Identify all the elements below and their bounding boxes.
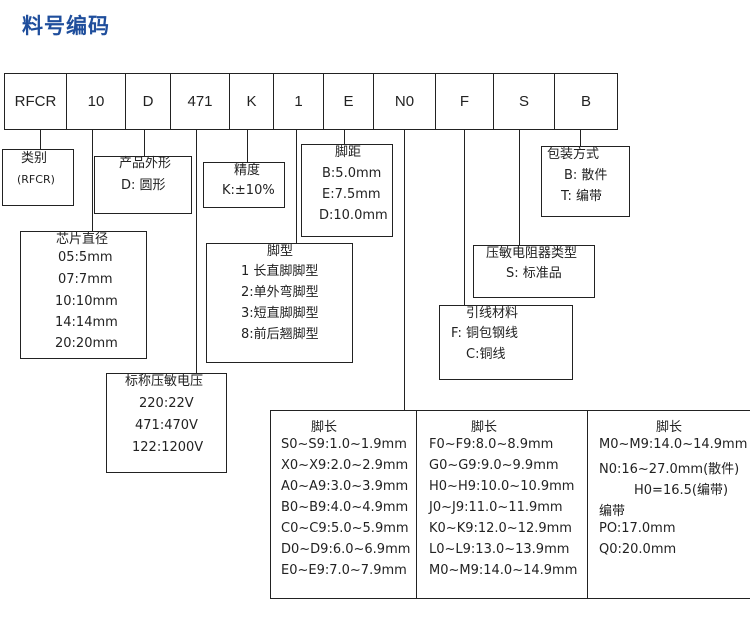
pin-length-column: 脚长 S0~S9:1.0~1.9mm X0~X9:2.0~2.9mm A0~A9… — [270, 410, 417, 599]
pin-length-item: H0=16.5(编带) — [634, 483, 729, 498]
connector-line — [464, 130, 465, 305]
lead-material-item: C:铜线 — [466, 347, 506, 362]
pin-spacing-box: 脚距 B:5.0mm E:7.5mm D:10.0mm — [301, 144, 393, 237]
shape-box: 产品外形 D: 圆形 — [94, 156, 192, 214]
pin-length-item: M0~M9:14.0~14.9mm — [599, 437, 748, 452]
pin-length-item: N0:16~27.0mm(散件) — [599, 462, 740, 477]
code-cell-series: RFCR — [4, 73, 67, 130]
pin-type-box: 脚型 1 长直脚脚型 2:单外弯脚型 3:短直脚脚型 8:前后翘脚型 — [206, 243, 353, 363]
connector-line — [519, 130, 520, 245]
category-box: 类别 (RFCR) — [2, 149, 74, 206]
pin-length-item: B0~B9:4.0~4.9mm — [281, 500, 409, 515]
pin-spacing-heading: 脚距 — [335, 145, 362, 160]
code-cell-pin-length: N0 — [373, 73, 436, 130]
packaging-heading: 包装方式 — [547, 147, 600, 162]
pin-length-item: A0~A9:3.0~3.9mm — [281, 479, 409, 494]
lead-material-box: 引线材料 F: 铜包钢线 C:铜线 — [439, 305, 573, 380]
pin-length-item: PO:17.0mm — [599, 521, 676, 536]
pin-type-item: 2:单外弯脚型 — [241, 285, 319, 300]
chip-diameter-item: 20:20mm — [55, 336, 118, 351]
pin-spacing-item: D:10.0mm — [319, 208, 388, 223]
shape-heading: 产品外形 — [119, 156, 172, 171]
connector-line — [40, 130, 41, 150]
connector-line — [92, 130, 93, 231]
chip-diameter-item: 14:14mm — [55, 315, 118, 330]
pin-length-item: S0~S9:1.0~1.9mm — [281, 437, 407, 452]
code-cell-shape: D — [125, 73, 171, 130]
shape-value: D: 圆形 — [121, 178, 166, 193]
code-cell-packaging: B — [554, 73, 618, 130]
pin-type-item: 8:前后翘脚型 — [241, 327, 319, 342]
tolerance-box: 精度 K:±10% — [203, 162, 285, 208]
pin-length-heading: 脚长 — [471, 420, 498, 435]
code-cell-pin-spacing: E — [323, 73, 374, 130]
code-cell-lead-material: F — [435, 73, 494, 130]
chip-diameter-item: 10:10mm — [55, 294, 118, 309]
packaging-item: B: 散件 — [564, 168, 608, 183]
pin-length-item: L0~L9:13.0~13.9mm — [429, 542, 570, 557]
pin-type-item: 1 长直脚脚型 — [241, 264, 319, 279]
pin-length-item: K0~K9:12.0~12.9mm — [429, 521, 572, 536]
pin-spacing-item: E:7.5mm — [322, 187, 381, 202]
tolerance-heading: 精度 — [234, 163, 261, 178]
code-cell-varistor-type: S — [493, 73, 555, 130]
connector-line — [196, 130, 197, 373]
pin-type-item: 3:短直脚脚型 — [241, 306, 319, 321]
pin-length-item: M0~M9:14.0~14.9mm — [429, 563, 578, 578]
connector-line — [296, 130, 297, 243]
connector-line — [344, 130, 345, 144]
nominal-voltage-item: 220:22V — [139, 396, 194, 411]
pin-length-item: X0~X9:2.0~2.9mm — [281, 458, 409, 473]
nominal-voltage-box: 标称压敏电压 220:22V 471:470V 122:1200V — [106, 373, 227, 473]
pin-type-heading: 脚型 — [267, 244, 294, 259]
pin-length-item: G0~G9:9.0~9.9mm — [429, 458, 559, 473]
pin-length-heading: 脚长 — [311, 420, 338, 435]
packaging-box: 包装方式 B: 散件 T: 编带 — [541, 146, 630, 217]
connector-line — [247, 130, 248, 162]
packaging-item: T: 编带 — [561, 189, 603, 204]
nominal-voltage-heading: 标称压敏电压 — [125, 374, 204, 389]
code-cell-chip-diameter: 10 — [66, 73, 126, 130]
pin-length-item: F0~F9:8.0~8.9mm — [429, 437, 554, 452]
chip-diameter-item: 07:7mm — [58, 272, 113, 287]
code-cell-tolerance: K — [229, 73, 274, 130]
code-cell-pin-type: 1 — [273, 73, 324, 130]
pin-length-column: 脚长 M0~M9:14.0~14.9mm N0:16~27.0mm(散件) H0… — [587, 410, 750, 599]
pin-length-item: Q0:20.0mm — [599, 542, 677, 557]
connector-line — [580, 130, 581, 146]
varistor-type-value: S: 标准品 — [506, 266, 562, 281]
pin-length-column: 脚长 F0~F9:8.0~8.9mm G0~G9:9.0~9.9mm H0~H9… — [416, 410, 588, 599]
nominal-voltage-item: 122:1200V — [132, 440, 204, 455]
connector-line — [144, 130, 145, 156]
pin-spacing-item: B:5.0mm — [322, 166, 382, 181]
connector-line — [404, 130, 405, 411]
pin-length-item: 编带 — [599, 504, 626, 519]
code-cell-voltage: 471 — [170, 73, 230, 130]
pin-length-item: C0~C9:5.0~5.9mm — [281, 521, 409, 536]
pin-length-item: J0~J9:11.0~11.9mm — [429, 500, 563, 515]
tolerance-value: K:±10% — [222, 183, 275, 198]
nominal-voltage-item: 471:470V — [135, 418, 198, 433]
varistor-type-box: 压敏电阻器类型 S: 标准品 — [473, 245, 595, 298]
lead-material-heading: 引线材料 — [466, 306, 519, 321]
chip-diameter-heading: 芯片直径 — [56, 232, 109, 247]
pin-length-item: H0~H9:10.0~10.9mm — [429, 479, 575, 494]
page-title: 料号编码 — [22, 14, 110, 38]
part-code-row: RFCR 10 D 471 K 1 E N0 F S B — [4, 73, 618, 130]
pin-length-table: 脚长 S0~S9:1.0~1.9mm X0~X9:2.0~2.9mm A0~A9… — [270, 410, 750, 600]
pin-length-item: E0~E9:7.0~7.9mm — [281, 563, 407, 578]
chip-diameter-box: 芯片直径 05:5mm 07:7mm 10:10mm 14:14mm 20:20… — [20, 231, 147, 359]
varistor-type-heading: 压敏电阻器类型 — [486, 246, 578, 261]
chip-diameter-item: 05:5mm — [58, 250, 113, 265]
lead-material-item: F: 铜包钢线 — [451, 326, 518, 341]
category-heading: 类别 — [21, 151, 48, 166]
category-value: (RFCR) — [17, 173, 55, 186]
pin-length-heading: 脚长 — [656, 420, 683, 435]
pin-length-item: D0~D9:6.0~6.9mm — [281, 542, 411, 557]
